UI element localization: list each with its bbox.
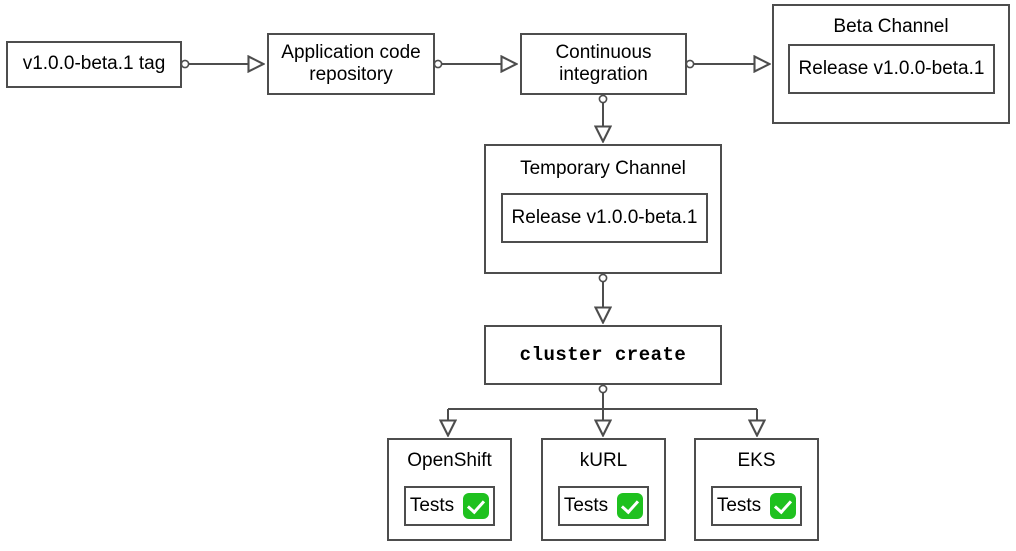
node-cluster-create-label: cluster create xyxy=(519,343,687,366)
node-version-tag[interactable]: v1.0.0-beta.1 tag xyxy=(6,41,182,88)
check-mark-button-icon xyxy=(617,493,644,519)
check-mark-button-icon xyxy=(770,493,797,519)
node-kurl-tests[interactable]: Tests xyxy=(558,486,649,526)
node-beta-channel[interactable]: Beta Channel Release v1.0.0-beta.1 xyxy=(772,4,1010,124)
node-eks-tests-label: Tests xyxy=(716,494,762,516)
node-continuous-integration-label: Continuous integration xyxy=(555,41,652,85)
node-continuous-integration[interactable]: Continuous integration xyxy=(520,33,687,95)
node-temporary-channel-release[interactable]: Release v1.0.0-beta.1 xyxy=(501,193,708,243)
node-application-code-repository-label: Application code repository xyxy=(281,41,421,85)
node-temporary-channel-title: Temporary Channel xyxy=(520,158,686,179)
node-eks-tests[interactable]: Tests xyxy=(711,486,802,526)
node-temporary-channel-release-label: Release v1.0.0-beta.1 xyxy=(511,206,698,228)
node-version-tag-label: v1.0.0-beta.1 tag xyxy=(22,53,166,75)
node-kurl-title: kURL xyxy=(579,450,628,471)
node-temporary-channel[interactable]: Temporary Channel Release v1.0.0-beta.1 xyxy=(484,144,722,274)
node-openshift-title: OpenShift xyxy=(407,450,492,471)
node-openshift-tests[interactable]: Tests xyxy=(404,486,495,526)
node-openshift[interactable]: OpenShift Tests xyxy=(387,438,512,541)
node-kurl[interactable]: kURL Tests xyxy=(541,438,666,541)
node-eks-title: EKS xyxy=(737,450,776,471)
node-eks[interactable]: EKS Tests xyxy=(694,438,819,541)
node-kurl-tests-label: Tests xyxy=(563,494,609,516)
node-beta-channel-release-label: Release v1.0.0-beta.1 xyxy=(798,57,985,79)
node-application-code-repository[interactable]: Application code repository xyxy=(267,33,435,95)
node-openshift-tests-label: Tests xyxy=(409,494,455,516)
check-mark-button-icon xyxy=(463,493,490,519)
node-beta-channel-release[interactable]: Release v1.0.0-beta.1 xyxy=(788,44,995,94)
node-cluster-create[interactable]: cluster create xyxy=(484,325,722,385)
node-beta-channel-title: Beta Channel xyxy=(833,16,949,37)
